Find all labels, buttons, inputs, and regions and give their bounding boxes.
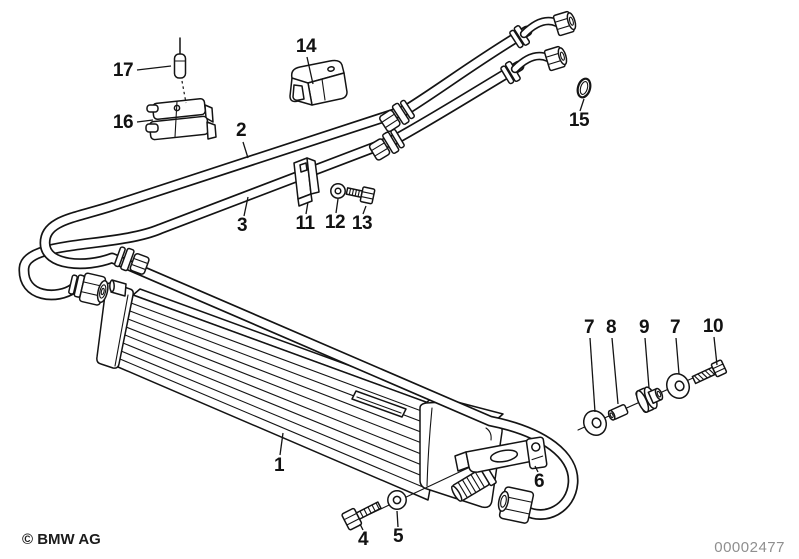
oil-cooler (96, 279, 504, 509)
part-label-11-11[interactable]: 11 (295, 213, 315, 234)
part-label-7-9[interactable]: 7 (669, 317, 681, 338)
part-label-16-16[interactable]: 16 (112, 112, 134, 133)
part-label-8-7[interactable]: 8 (605, 317, 617, 338)
elbow-lower (500, 44, 570, 85)
bolt-13 (345, 186, 376, 205)
part-label-3-2[interactable]: 3 (236, 215, 248, 236)
part-label-4-3[interactable]: 4 (357, 529, 369, 550)
part-label-12-12[interactable]: 12 (324, 212, 346, 233)
grommet-9 (635, 386, 664, 413)
hose-union-nut (68, 272, 109, 306)
part-label-1-0[interactable]: 1 (273, 455, 285, 476)
part-label-7-6[interactable]: 7 (583, 317, 595, 338)
doc-number: 00002477 (714, 539, 785, 556)
clamp-16 (145, 97, 217, 141)
part-label-6-5[interactable]: 6 (533, 471, 545, 492)
part-label-13-13[interactable]: 13 (351, 213, 373, 234)
part-label-15-15[interactable]: 15 (568, 110, 590, 131)
part-label-10-10[interactable]: 10 (702, 316, 724, 337)
screw-10 (691, 359, 728, 385)
washer-7b (665, 372, 691, 400)
hose-loop-nut (497, 486, 535, 524)
elbow-upper (509, 9, 579, 49)
clip-6 (525, 436, 548, 470)
washer-7a (582, 409, 608, 437)
washer-12 (330, 183, 346, 199)
bracket-11 (293, 157, 320, 207)
hose-elbow-fittings (500, 9, 579, 85)
part-label-5-4[interactable]: 5 (392, 526, 404, 547)
washer-5 (387, 490, 407, 510)
pin-17 (173, 37, 187, 104)
cooler-fins (119, 302, 444, 491)
bolt-4 (341, 501, 382, 531)
part-label-17-17[interactable]: 17 (112, 60, 134, 81)
part-label-2-1[interactable]: 2 (235, 120, 247, 141)
part-label-9-8[interactable]: 9 (638, 317, 650, 338)
cooler-inlet-stub (109, 279, 127, 297)
copyright-text: © BMW AG (22, 531, 101, 548)
cooler-mounting-tab (351, 390, 407, 418)
leader-lines (136, 56, 718, 531)
oil-hose-lower (18, 60, 525, 301)
part-label-14-14[interactable]: 14 (295, 36, 317, 57)
spacer-8 (607, 404, 629, 421)
oil-hose-upper (39, 25, 579, 520)
o-ring-15 (576, 77, 592, 99)
clip-14 (289, 59, 348, 106)
